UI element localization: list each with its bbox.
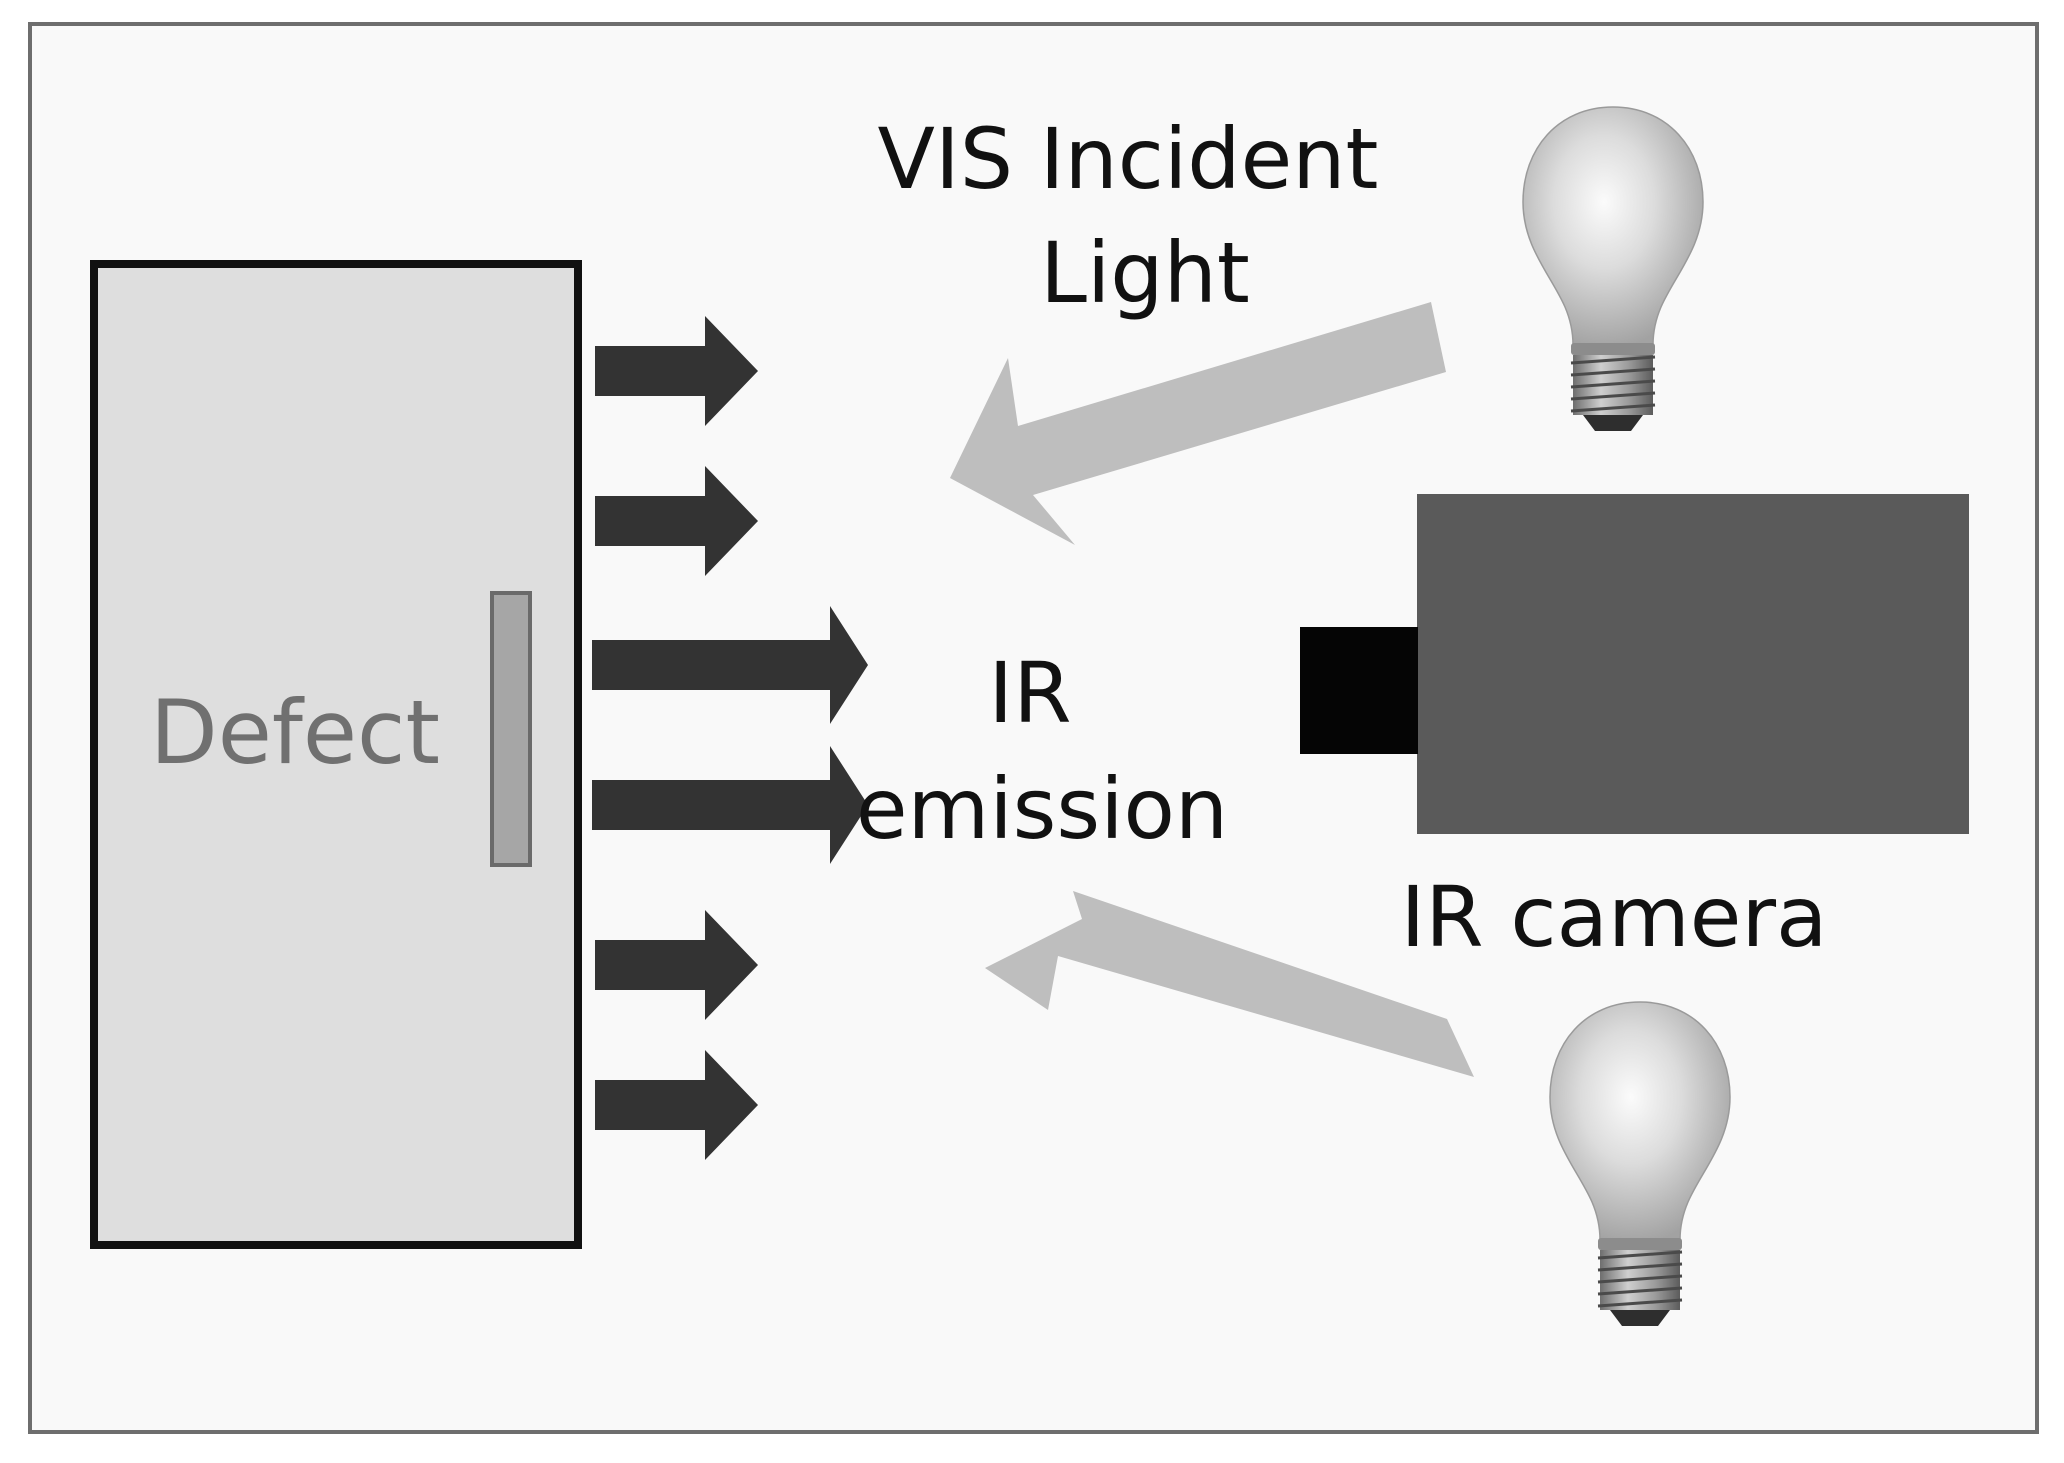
ir-emission-label-line1: IR <box>988 644 1071 742</box>
ir-arrow-6 <box>595 1050 758 1160</box>
vis-incident-light-label-line1: VIS Incident <box>878 110 1379 208</box>
camera-body <box>1417 494 1969 834</box>
ir-arrow-4 <box>592 746 868 864</box>
vis-arrow-lower <box>985 891 1474 1077</box>
ir-arrow-1 <box>595 316 758 426</box>
vis-incident-light-label-line2: Light <box>1040 224 1250 322</box>
ir-emission-arrows <box>592 316 868 1160</box>
ir-arrow-5 <box>595 910 758 1020</box>
ir-camera-icon <box>1300 494 1969 834</box>
defect-label: Defect <box>150 681 440 784</box>
vis-arrow-upper <box>950 302 1446 545</box>
ir-emission-label-line2: emission <box>856 760 1228 858</box>
vis-light-arrows <box>950 302 1474 1077</box>
camera-lens <box>1300 627 1418 754</box>
ir-camera-label: IR camera <box>1400 868 1827 966</box>
defect-region <box>490 591 532 867</box>
ir-arrow-2 <box>595 466 758 576</box>
ir-arrow-3 <box>592 606 868 724</box>
